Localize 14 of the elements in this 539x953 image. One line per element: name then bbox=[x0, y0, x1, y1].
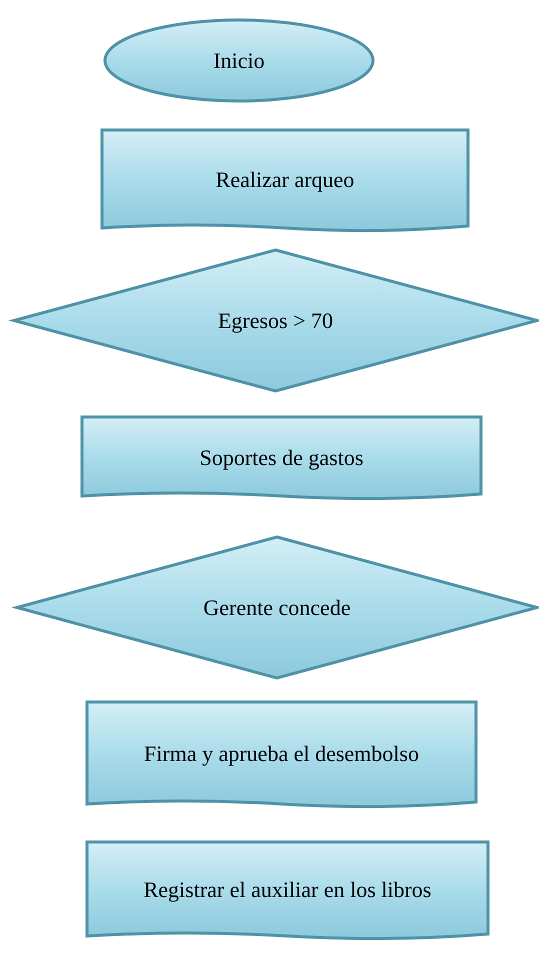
start-ellipse bbox=[104, 18, 374, 102]
step-label: Firma y aprueba el desembolso bbox=[144, 741, 419, 767]
process-box bbox=[86, 700, 478, 808]
process-box bbox=[86, 840, 490, 940]
process-box bbox=[80, 416, 482, 500]
decision-diamond bbox=[11, 535, 539, 680]
step-label: Gerente concede bbox=[203, 594, 351, 620]
step-label: Registrar el auxiliar en los libros bbox=[144, 877, 432, 903]
decision-diamond bbox=[8, 248, 539, 393]
step-label: Realizar arqueo bbox=[216, 167, 354, 193]
step-label: Soportes de gastos bbox=[200, 444, 364, 470]
step-label: Egresos > 70 bbox=[218, 308, 334, 334]
step-label: Inicio bbox=[213, 48, 265, 74]
process-box bbox=[100, 128, 470, 232]
